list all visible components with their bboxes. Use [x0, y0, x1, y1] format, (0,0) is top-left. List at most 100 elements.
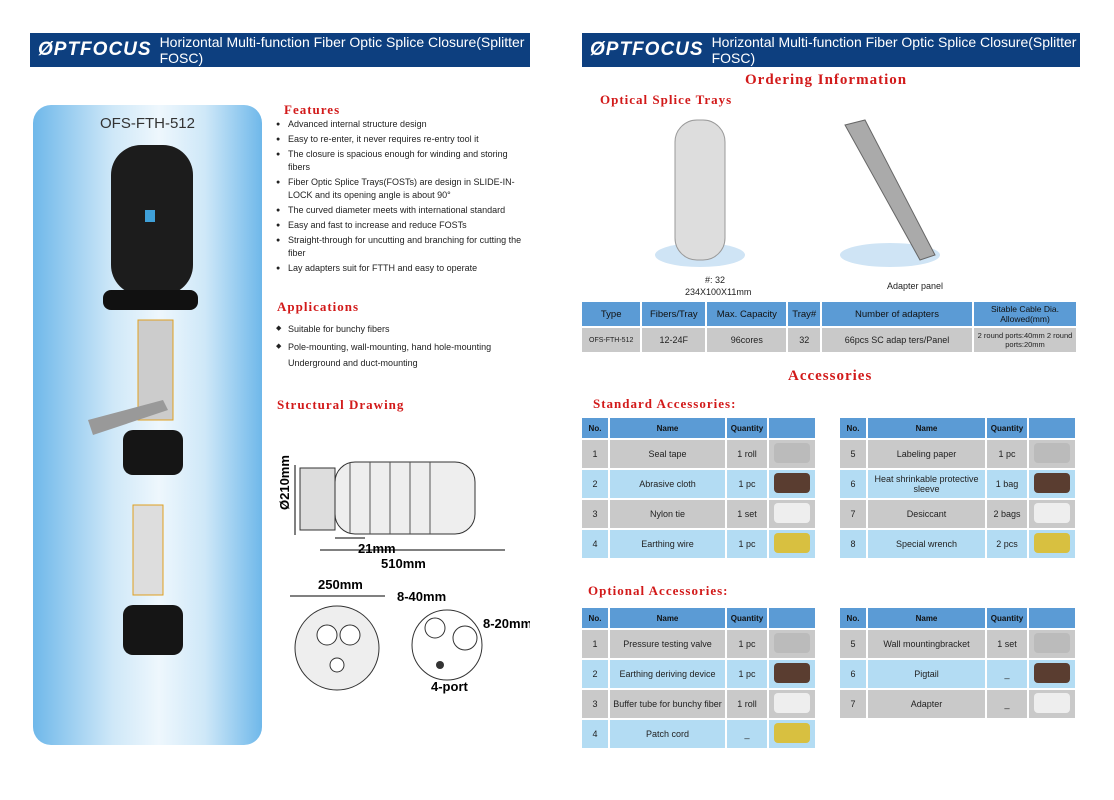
col-header: No. [582, 608, 608, 628]
application-item: Suitable for bunchy fibers [276, 321, 506, 337]
item-no: 4 [582, 530, 608, 558]
col-header: Max. Capacity [707, 302, 787, 326]
item-name: Special wrench [868, 530, 985, 558]
col-header: Name [610, 418, 725, 438]
item-no: 4 [582, 720, 608, 748]
item-image [769, 440, 815, 468]
header-band-left: ØPTFOCUS Horizontal Multi-function Fiber… [30, 33, 530, 67]
col-header: Name [868, 608, 985, 628]
tray-dimensions: 234X100X11mm [685, 287, 752, 297]
accessories-heading: Accessories [788, 368, 873, 384]
item-image [769, 630, 815, 658]
item-name: Pressure testing valve [610, 630, 725, 658]
tray-images [655, 119, 940, 267]
item-no: 7 [840, 690, 866, 718]
item-name: Nylon tie [610, 500, 725, 528]
item-quantity: _ [987, 660, 1027, 688]
brand-logo: ØPTFOCUS [590, 39, 704, 60]
item-no: 5 [840, 440, 866, 468]
feature-item: Easy and fast to increase and reduce FOS… [276, 219, 526, 232]
brand-logo: ØPTFOCUS [38, 39, 152, 60]
col-header-image [1029, 608, 1075, 628]
item-no: 7 [840, 500, 866, 528]
item-quantity: 1 set [727, 500, 767, 528]
dim-port2: 8-20mm [483, 616, 530, 631]
item-quantity: _ [727, 720, 767, 748]
item-no: 2 [582, 470, 608, 498]
item-name: Patch cord [610, 720, 725, 748]
dim-ports: 4-port [431, 679, 469, 694]
item-image [1029, 530, 1075, 558]
page-title: Horizontal Multi-function Fiber Optic Sp… [159, 34, 525, 66]
col-header: No. [840, 608, 866, 628]
col-header-image [1029, 418, 1075, 438]
item-image [769, 470, 815, 498]
application-item: Pole-mounting, wall-mounting, hand hole-… [276, 339, 506, 371]
tray-caption: #: 32 [705, 275, 726, 285]
col-header-image [769, 418, 815, 438]
item-name: Seal tape [610, 440, 725, 468]
item-image [1029, 660, 1075, 688]
feature-item: Advanced internal structure design [276, 118, 526, 131]
item-no: 6 [840, 470, 866, 498]
feature-item: The closure is spacious enough for windi… [276, 148, 526, 174]
item-quantity: 1 pc [727, 530, 767, 558]
col-header: Quantity [987, 418, 1027, 438]
item-name: Abrasive cloth [610, 470, 725, 498]
item-quantity: 1 roll [727, 690, 767, 718]
item-no: 8 [840, 530, 866, 558]
table-row: OFS-FTH-512 12-24F 96cores 32 66pcs SC a… [582, 328, 1076, 352]
item-quantity: 1 pc [727, 470, 767, 498]
item-no: 3 [582, 690, 608, 718]
col-header: Name [868, 418, 985, 438]
feature-item: Lay adapters suit for FTTH and easy to o… [276, 262, 526, 275]
item-image [769, 720, 815, 748]
item-name: Earthing wire [610, 530, 725, 558]
feature-item: Straight-through for uncutting and branc… [276, 234, 526, 260]
item-quantity: 2 pcs [987, 530, 1027, 558]
item-no: 1 [582, 440, 608, 468]
feature-item: Fiber Optic Splice Trays(FOSTs) are desi… [276, 176, 526, 202]
col-header: Fibers/Tray [642, 302, 706, 326]
item-name: Adapter [868, 690, 985, 718]
item-quantity: 1 pc [727, 660, 767, 688]
features-list: Advanced internal structure design Easy … [276, 118, 526, 277]
page-title: Horizontal Multi-function Fiber Optic Sp… [711, 34, 1077, 66]
item-no: 6 [840, 660, 866, 688]
col-header: Quantity [987, 608, 1027, 628]
col-header-image [769, 608, 815, 628]
dim-port1: 8-40mm [397, 589, 446, 604]
item-image [769, 690, 815, 718]
item-quantity: 1 set [987, 630, 1027, 658]
structural-drawing-heading: Structural Drawing [277, 397, 405, 412]
item-name: Labeling paper [868, 440, 985, 468]
ordering-table: Type Fibers/Tray Max. Capacity Tray# Num… [580, 300, 1078, 354]
feature-item: Easy to re-enter, it never requires re-e… [276, 133, 526, 146]
header-band-right: ØPTFOCUS Horizontal Multi-function Fiber… [582, 33, 1080, 67]
col-header: Sitable Cable Dia. Allowed(mm) [974, 302, 1076, 326]
item-quantity: 1 roll [727, 440, 767, 468]
item-name: Earthing deriving device [610, 660, 725, 688]
item-no: 3 [582, 500, 608, 528]
col-header: Tray# [788, 302, 820, 326]
trays-heading: Optical Splice Trays [600, 92, 733, 107]
dim-width: 250mm [318, 577, 363, 592]
adapter-panel-caption: Adapter panel [887, 281, 944, 291]
col-header: Number of adapters [822, 302, 972, 326]
item-image [1029, 440, 1075, 468]
item-quantity: 1 pc [987, 440, 1027, 468]
item-image [1029, 500, 1075, 528]
item-name: Buffer tube for bunchy fiber [610, 690, 725, 718]
